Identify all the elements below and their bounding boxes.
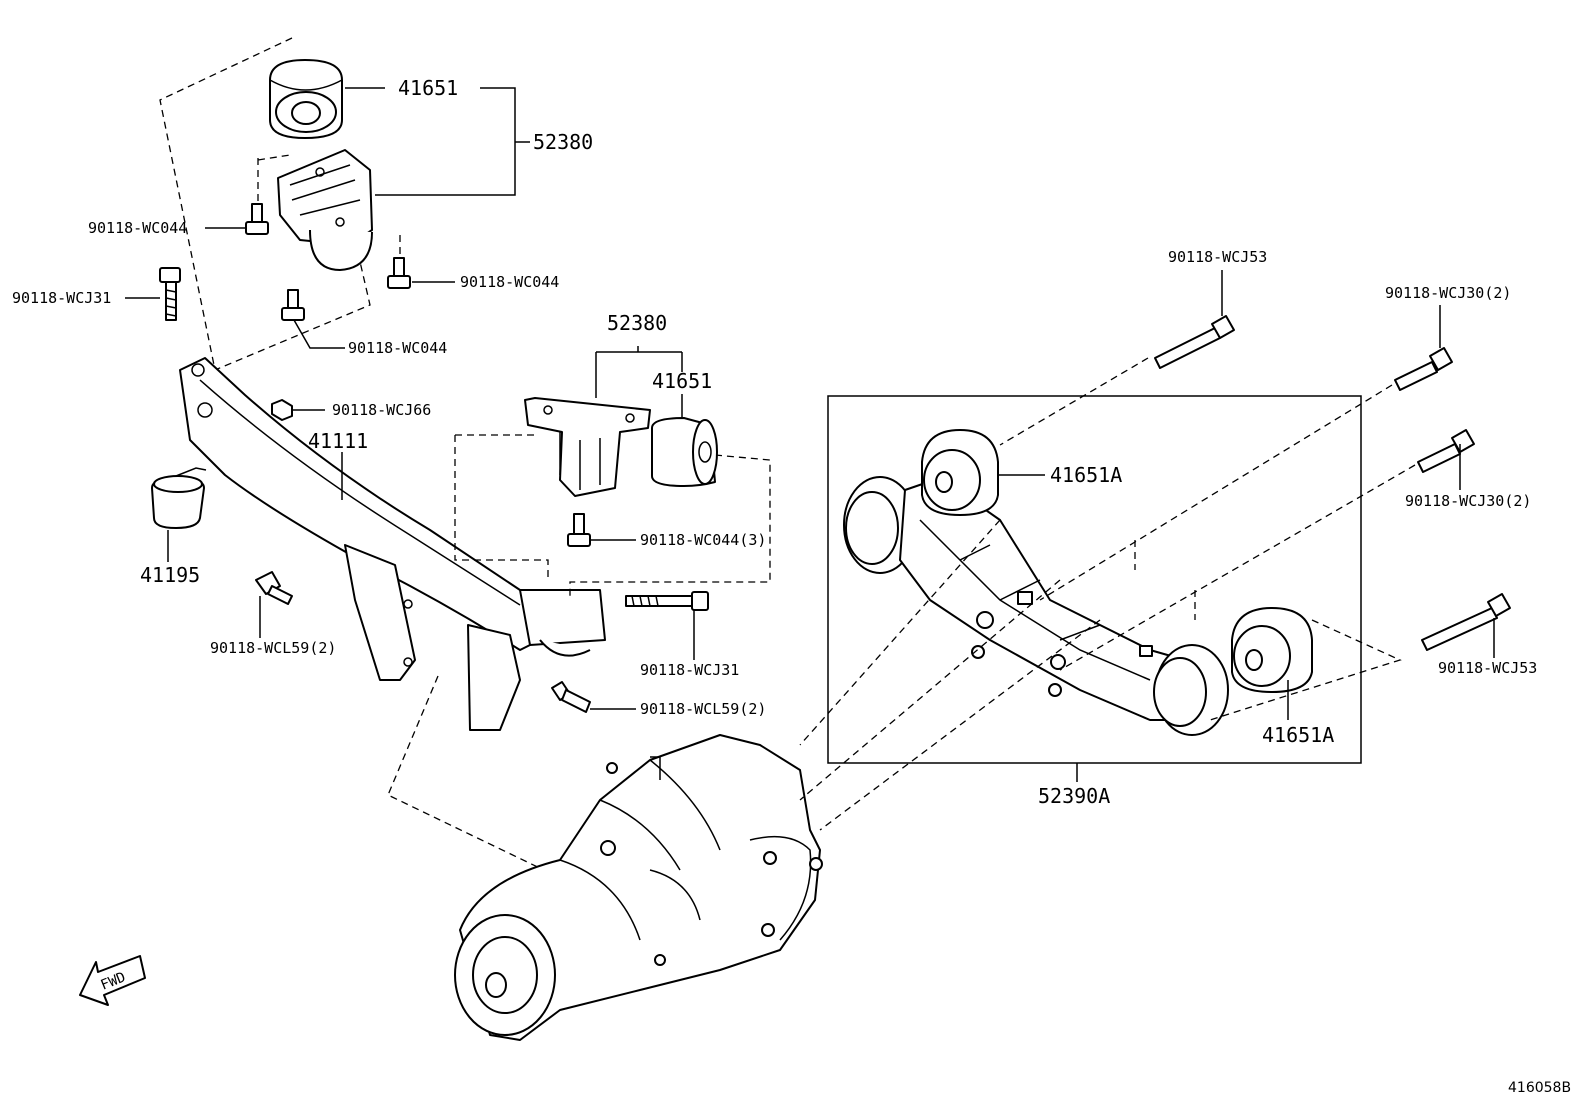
label-52380-top: 52380 bbox=[533, 130, 593, 154]
bolt-wcj31-b bbox=[625, 591, 709, 611]
label-41195: 41195 bbox=[140, 563, 200, 587]
bolt-wc044-3 bbox=[567, 513, 591, 547]
label-41651-mid: 41651 bbox=[652, 369, 712, 393]
bolt-wcj53-a bbox=[1154, 315, 1235, 369]
label-52390a: 52390A bbox=[1038, 784, 1110, 808]
bolt-wcl59-a bbox=[255, 571, 293, 605]
bracket-52380-top bbox=[277, 149, 373, 271]
label-wcj53-b: 90118-WCJ53 bbox=[1438, 659, 1537, 677]
bolt-wc044-a bbox=[245, 203, 269, 235]
label-52380-mid: 52380 bbox=[607, 311, 667, 335]
bolt-wcj31-a bbox=[159, 267, 181, 321]
label-wcj30-b: 90118-WCJ30(2) bbox=[1405, 492, 1531, 510]
label-wc044-b: 90118-WC044 bbox=[460, 273, 559, 291]
label-wcj30-a: 90118-WCJ30(2) bbox=[1385, 284, 1511, 302]
bushing-41651a-bottom bbox=[1231, 607, 1313, 693]
label-41111: 41111 bbox=[308, 429, 368, 453]
bolt-wcj30-a bbox=[1394, 347, 1453, 391]
bolt-wcl59-b bbox=[551, 681, 591, 713]
label-wc044-a: 90118-WC044 bbox=[88, 219, 187, 237]
bushing-41651-top bbox=[269, 59, 343, 139]
label-wcl59-b: 90118-WCL59(2) bbox=[640, 700, 766, 718]
label-wcj31-b: 90118-WCJ31 bbox=[640, 661, 739, 679]
label-wcj66: 90118-WCJ66 bbox=[332, 401, 431, 419]
bushing-41651-mid bbox=[651, 417, 718, 487]
bushing-41651a-top bbox=[921, 429, 999, 516]
label-wcj53-a: 90118-WCJ53 bbox=[1168, 248, 1267, 266]
bolt-wcj53-b bbox=[1421, 593, 1511, 651]
mount-41195 bbox=[151, 467, 207, 529]
crossmember-41111 bbox=[179, 357, 606, 731]
bolt-wc044-c bbox=[281, 289, 305, 321]
leader-lines bbox=[125, 87, 1495, 782]
nut-wcj66 bbox=[271, 399, 293, 421]
label-wc044-c: 90118-WC044 bbox=[348, 339, 447, 357]
label-wcl59-a: 90118-WCL59(2) bbox=[210, 639, 336, 657]
label-41651-top: 41651 bbox=[398, 76, 458, 100]
subframe-group-box bbox=[827, 395, 1362, 764]
bolt-wc044-b bbox=[387, 257, 411, 289]
bolt-wcj30-b bbox=[1417, 429, 1475, 473]
bracket-52380-mid bbox=[524, 397, 651, 497]
fwd-arrow-icon: FWD bbox=[79, 955, 146, 1006]
subframe-member bbox=[843, 476, 1229, 736]
label-wc044-3: 90118-WC044(3) bbox=[640, 531, 766, 549]
differential-assembly bbox=[454, 734, 823, 1041]
label-41651a-top: 41651A bbox=[1050, 463, 1122, 487]
diagram-id: 416058B bbox=[1508, 1080, 1571, 1096]
label-41651a-bottom: 41651A bbox=[1262, 723, 1334, 747]
label-wcj31-a: 90118-WCJ31 bbox=[12, 289, 111, 307]
